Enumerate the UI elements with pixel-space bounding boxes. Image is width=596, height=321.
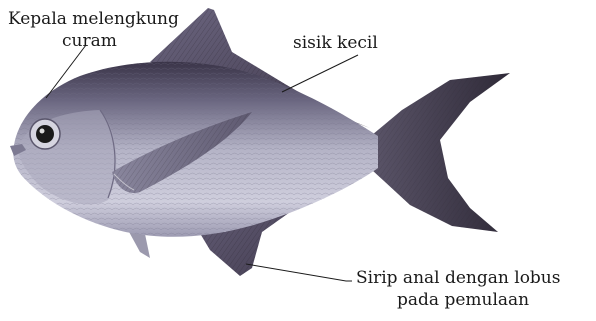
leader-line-scales xyxy=(282,55,358,92)
label-anal-fin-line2: pada pemulaan xyxy=(397,290,529,310)
label-steep-head: Kepala melengkung xyxy=(8,9,179,29)
leader-line-anal-fin xyxy=(246,264,352,281)
label-small-scales: sisik kecil xyxy=(293,33,378,53)
label-anal-fin: Sirip anal dengan lobus xyxy=(356,268,560,288)
label-steep-head-line2: curam xyxy=(62,31,117,51)
